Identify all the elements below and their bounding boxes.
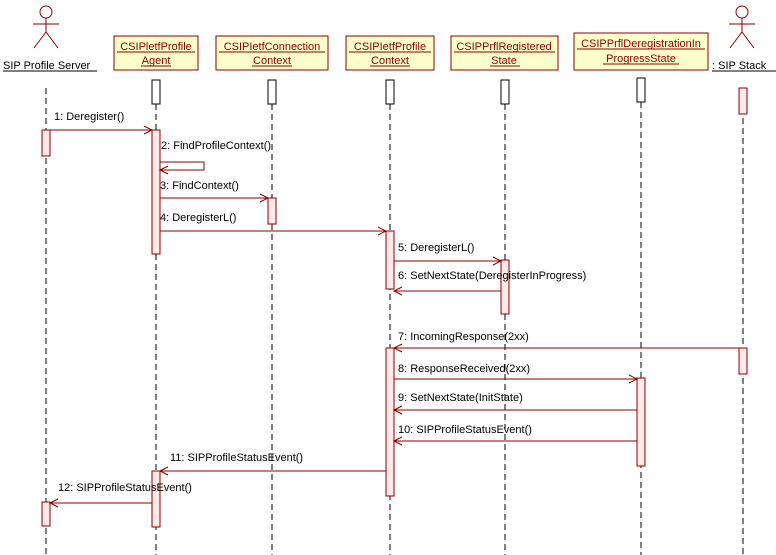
object-deregistration-in-progress-state: CSIPPrflDeregistrationIn ProgressState [573, 32, 709, 71]
object-profile-agent: CSIPletfProfile Agent [113, 35, 199, 71]
message-label: 8: ResponseReceived(2xx) [398, 363, 530, 375]
message-label: 12: SIPProfileStatusEvent() [58, 482, 192, 494]
message-label: 11: SIPProfileStatusEvent() [170, 452, 303, 464]
message-label: 7: IncomingResponse(2xx) [398, 331, 529, 343]
activation-bar [41, 501, 51, 527]
object-label-line2: Context [371, 55, 409, 67]
lifeline-head [738, 87, 748, 115]
actor-sip-stack [729, 5, 755, 49]
object-label-line1: CSIPPrflRegistered [456, 41, 551, 53]
object-label-line1: CSIPletfProfile [120, 41, 192, 53]
actor-label-sip-profile-server: SIP Profile Server [3, 60, 91, 72]
object-label-line1: CSIPPrflDeregistrationIn [581, 38, 701, 50]
activation-bar [151, 470, 161, 528]
activation-bar [267, 197, 277, 225]
lifeline-head [500, 79, 510, 105]
message-label: 4: DeregisterL() [160, 212, 236, 224]
actor-label-sip-stack: : SIP Stack [712, 60, 767, 72]
message-label: 10: SIPProfileStatusEvent() [398, 424, 532, 436]
activation-bar [500, 259, 510, 315]
message-arrows [48, 125, 739, 508]
message-label: 2: FindProfileContext() [161, 140, 271, 152]
object-label-line2: State [491, 55, 517, 67]
lifeline-head [385, 79, 395, 105]
lifeline-head [636, 77, 646, 103]
lifeline-heads [151, 77, 748, 115]
message-label: 5: DeregisterL() [398, 242, 474, 254]
object-connection-context: CSIPIetfConnection Context [215, 35, 329, 71]
activation-bar [151, 129, 161, 255]
activations [41, 129, 748, 528]
activation-bar [636, 377, 646, 467]
object-registered-state: CSIPPrflRegistered State [450, 35, 559, 71]
message-label: 9: SetNextState(InitState) [398, 392, 523, 404]
object-label-line2: ProgressState [606, 53, 676, 65]
actor-sip-profile-server [33, 5, 59, 49]
lifeline-head [267, 79, 277, 105]
activation-bar [41, 129, 51, 157]
object-label-line2: Context [253, 55, 291, 67]
message-label: 3: FindContext() [160, 180, 239, 192]
activation-bar [738, 347, 748, 375]
object-label-line2: Agent [142, 55, 171, 67]
activation-bar [385, 230, 395, 290]
message-label: 6: SetNextState(DeregisterInProgress) [398, 270, 586, 282]
message-label: 1: Deregister() [54, 111, 124, 123]
lifeline-head [151, 79, 161, 105]
object-label-line1: CSIPIetfProfile [354, 41, 426, 53]
object-label-line1: CSIPIetfConnection [224, 41, 321, 53]
activation-bar [385, 347, 395, 497]
object-profile-context: CSIPIetfProfile Context [345, 35, 435, 71]
